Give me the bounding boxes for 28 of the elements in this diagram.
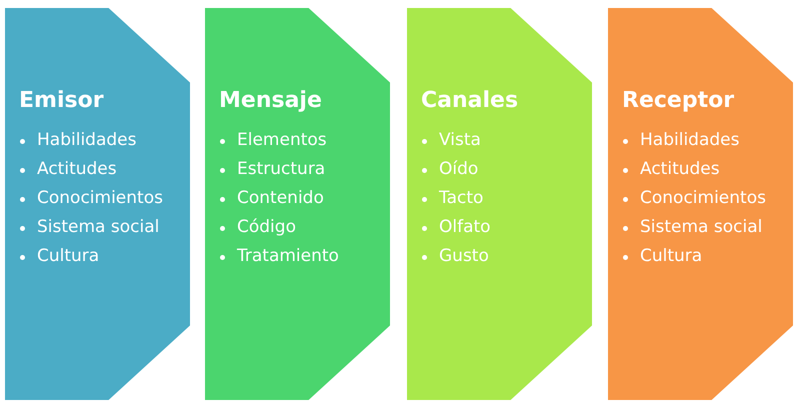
list-item: Código bbox=[237, 217, 296, 237]
list-item: Conocimientos bbox=[640, 188, 766, 208]
heading: Emisor bbox=[19, 88, 104, 113]
chevron-shape bbox=[205, 8, 390, 400]
heading: Receptor bbox=[622, 88, 734, 113]
list-item: Estructura bbox=[237, 159, 326, 179]
heading: Mensaje bbox=[219, 88, 322, 113]
list-item: Cultura bbox=[640, 246, 702, 266]
list-item: Conocimientos bbox=[37, 188, 163, 208]
heading: Canales bbox=[421, 88, 518, 113]
chevron-shape bbox=[608, 8, 793, 400]
list-item: Gusto bbox=[439, 246, 489, 266]
list-item: Tacto bbox=[439, 188, 484, 208]
list-item: Actitudes bbox=[640, 159, 720, 179]
list-item: Olfato bbox=[439, 217, 491, 237]
list-item: Actitudes bbox=[37, 159, 117, 179]
list-item: Habilidades bbox=[640, 130, 740, 150]
list-item: Tratamiento bbox=[237, 246, 339, 266]
chevron-shape bbox=[407, 8, 592, 400]
list-item: Contenido bbox=[237, 188, 324, 208]
list-item: Habilidades bbox=[37, 130, 136, 150]
chevron-shape bbox=[5, 8, 190, 400]
list-item: Elementos bbox=[237, 130, 327, 150]
list-item: Vista bbox=[439, 130, 481, 150]
list-item: Oído bbox=[439, 159, 478, 179]
list-item: Cultura bbox=[37, 246, 100, 266]
list-item: Sistema social bbox=[37, 217, 160, 237]
list-item: Sistema social bbox=[640, 217, 762, 237]
